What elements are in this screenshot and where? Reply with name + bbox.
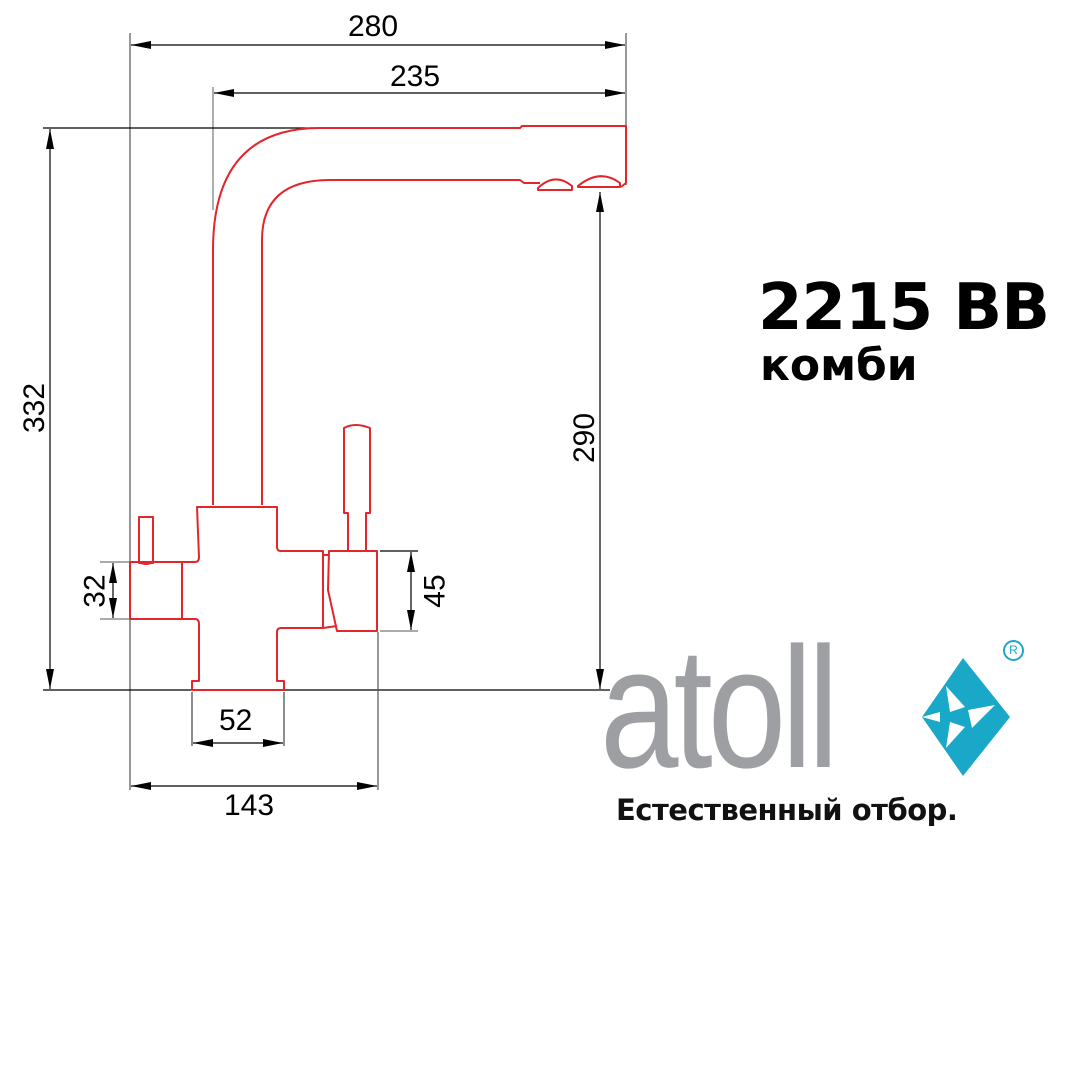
registered-mark: R — [1003, 640, 1024, 661]
left-body-block — [129, 561, 183, 620]
spout-inner — [261, 179, 540, 505]
dimension-lines — [43, 33, 627, 790]
right-body-block — [327, 550, 378, 632]
left-lever — [138, 516, 154, 564]
nozzle-large — [577, 175, 621, 188]
diamond-logo-icon — [922, 658, 1010, 776]
right-lever — [343, 424, 371, 552]
faucet-body — [181, 506, 324, 691]
dim-label-143: 143 — [224, 789, 275, 822]
spout-outer — [212, 125, 627, 505]
dim-label-32: 32 — [78, 574, 112, 608]
model-number: 2215 BB — [758, 271, 1050, 345]
dim-label-45: 45 — [418, 574, 452, 608]
model-variant: комби — [760, 340, 918, 391]
brand-wordmark: atoll — [600, 612, 839, 804]
dim-label-280: 280 — [348, 10, 399, 43]
brand-slogan: Естественный отбор. — [616, 793, 958, 827]
dim-label-332: 332 — [18, 382, 52, 434]
dim-label-52: 52 — [219, 704, 253, 737]
nozzle-small — [537, 178, 573, 191]
dim-label-235: 235 — [390, 60, 441, 93]
faucet-outline — [129, 125, 627, 691]
dim-label-290: 290 — [568, 412, 602, 464]
